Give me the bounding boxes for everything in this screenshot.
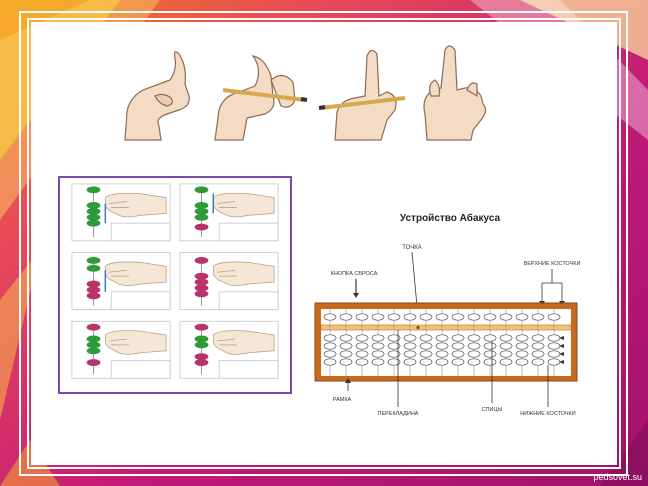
label-crossbar: ПЕРЕКЛАДИНА: [378, 411, 419, 417]
abacus-diagram: Устройство Абакуса ТОЧКА КНОПКА СБРОСА В…: [314, 212, 581, 417]
label-frame: РАМКА: [333, 397, 352, 403]
hand-pencil-index-up-icon: [318, 49, 406, 141]
hand-pinch-icon: [124, 51, 190, 141]
step-3-icon: [71, 252, 171, 311]
lower-beads: [323, 334, 561, 366]
step-6-icon: [179, 320, 279, 379]
label-lower-beads: НИЖНИЕ КОСТОЧКИ: [520, 411, 575, 417]
label-reset-button: КНОПКА СБРОСА: [331, 271, 378, 277]
step-2-icon: [179, 183, 279, 242]
slide-frame-outer: [19, 11, 628, 476]
step-1-icon: [71, 183, 171, 242]
label-rods: СПИЦЫ: [482, 407, 503, 413]
lower-beads-arrows: [559, 336, 564, 364]
upper-beads: [323, 313, 561, 321]
step-4-icon: [179, 252, 279, 311]
site-watermark: pedsovet.su: [593, 472, 642, 482]
step-5-icon: [71, 320, 171, 379]
finger-steps-panel: [58, 176, 292, 394]
hands-illustration: [124, 45, 487, 141]
slide-frame-inner: [27, 18, 621, 469]
hand-holding-pencil-icon: [214, 55, 308, 141]
label-upper-beads: ВЕРХНИЕ КОСТОЧКИ: [524, 261, 581, 267]
hand-index-up-icon: [423, 45, 487, 141]
abacus-title: Устройство Абакуса: [400, 212, 501, 224]
label-dot: ТОЧКА: [402, 245, 421, 251]
